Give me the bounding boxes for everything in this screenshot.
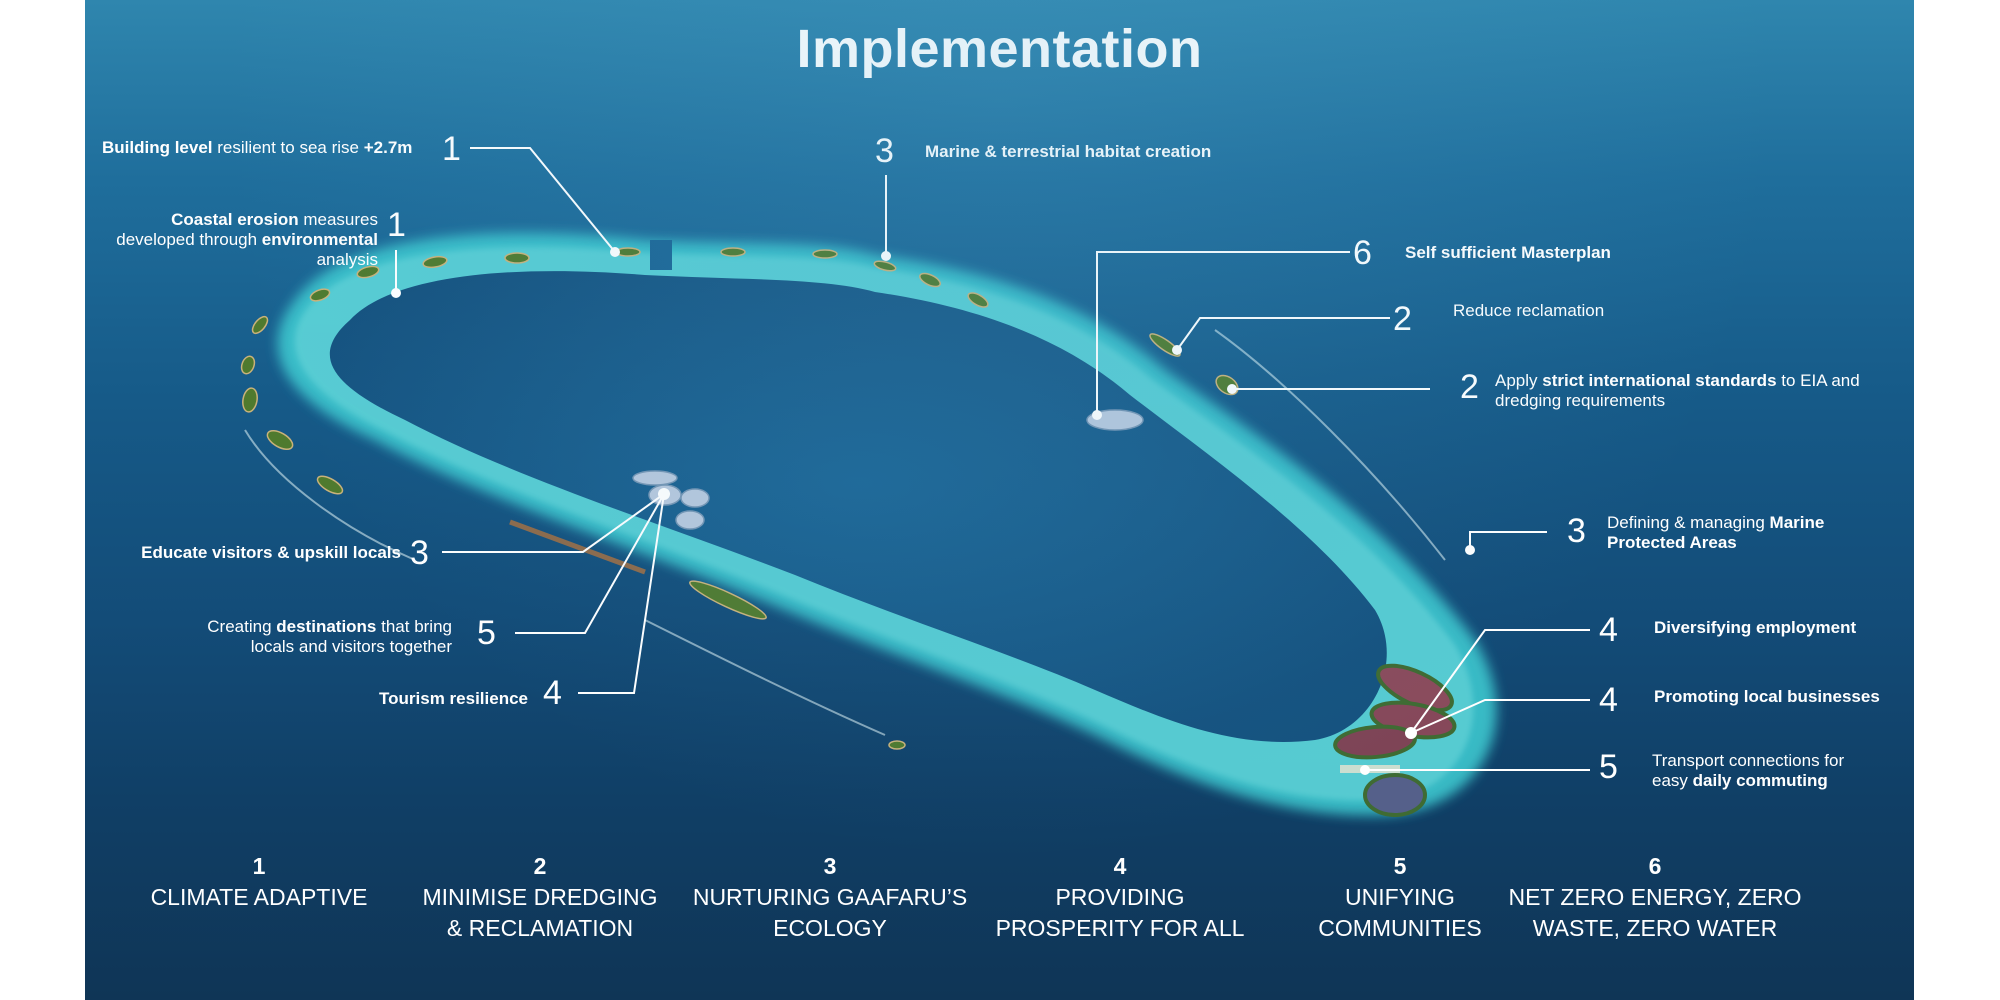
pillar-label: & RECLAMATION [446,915,634,941]
surf [244,329,1446,736]
pillar-label: PROSPERITY FOR ALL [995,915,1245,941]
callout-text-bold: daily commuting [1692,771,1828,790]
pillar-label: UNIFYING [1345,884,1455,910]
callout-text: that bring [376,617,452,636]
pillar-label: ECOLOGY [773,915,887,941]
callout-text-bold: Coastal erosion [171,210,299,229]
callout-text-bold: Building level [102,138,213,157]
callout-text: Defining & managing [1607,513,1770,532]
callout-number: 6 [1353,234,1372,272]
pillar-climate-adaptive: 1 CLIMATE ADAPTIVE [120,851,398,913]
callout-tourism: Tourism resilience [379,689,528,708]
callout-number: 3 [410,534,429,572]
pillar-label: PROVIDING [1055,884,1185,910]
callout-number: 4 [543,674,562,712]
pillar-label: CLIMATE ADAPTIVE [150,884,368,910]
callout-number: 5 [477,614,496,652]
callout-number: 5 [1599,748,1618,786]
islands [240,247,1239,750]
callout-number: 1 [387,206,406,244]
slide: Implementation Building level resilient … [85,0,1914,1000]
callout-coastal-erosion: Coastal erosion measures developed throu… [85,210,378,270]
callout-text-bold: Protected Areas [1607,533,1737,552]
leader-lines [395,147,1590,771]
callout-text: Creating [207,617,277,636]
pillar-number: 1 [252,853,266,879]
callout-number: 1 [442,130,461,168]
callout-creating-destinations: Creating destinations that bring locals … [85,617,452,657]
callout-text-bold: Marine [1769,513,1825,532]
callout-promoting: Promoting local businesses [1654,687,1880,706]
pillar-number: 5 [1393,853,1407,879]
pillar-unifying-communities: 5 UNIFYING COMMUNITIES [1300,851,1500,944]
callout-self-sufficient: Self sufficient Masterplan [1405,243,1611,262]
pillar-number: 3 [823,853,837,879]
callout-text: measures [298,210,378,229]
pillar-label: MINIMISE DREDGING [422,884,658,910]
callout-educate: Educate visitors & upskill locals [141,543,401,562]
page-title: Implementation [796,19,1203,79]
callout-number: 3 [1567,512,1586,550]
callout-text: analysis [316,250,378,269]
pillar-net-zero: 6 NET ZERO ENERGY, ZERO WASTE, ZERO WATE… [1505,851,1805,944]
callout-text-bold: +2.7m [363,138,413,157]
pillar-label: COMMUNITIES [1318,915,1482,941]
pillar-number: 4 [1113,853,1127,879]
callout-number: 4 [1599,681,1618,719]
callout-number: 4 [1599,611,1618,649]
callout-diversifying: Diversifying employment [1654,618,1857,637]
callout-apply-standards: Apply strict international standards to … [1495,371,1860,411]
callout-number: 2 [1393,300,1412,338]
callout-text-bold: environmental [261,230,378,249]
lagoon [329,271,1387,742]
atoll-map [240,147,1590,817]
callout-text: dredging requirements [1495,391,1666,410]
pillar-providing-prosperity: 4 PROVIDING PROSPERITY FOR ALL [985,851,1255,944]
callout-building-level: Building level resilient to sea rise +2.… [102,138,412,158]
callout-text: to EIA and [1776,371,1860,390]
callout-text: locals and visitors together [250,637,452,656]
pillar-label: NURTURING GAAFARU’S [692,884,968,910]
callout-transport: Transport connections for easy daily com… [1652,751,1844,791]
callout-text: easy [1652,771,1693,790]
leader-dots [391,247,1475,775]
pillar-minimise-dredging: 2 MINIMISE DREDGING & RECLAMATION [410,851,670,944]
callout-text: Apply [1495,371,1543,390]
reef-channel [650,240,672,270]
callout-text: resilient to sea rise [212,138,364,157]
callout-marine-protected: Defining & managing Marine Protected Are… [1607,513,1824,553]
callout-reduce-reclamation: Reduce reclamation [1453,301,1605,320]
callout-marine-terrestrial: Marine & terrestrial habitat creation [925,142,1212,161]
pillar-nurturing-ecology: 3 NURTURING GAAFARU’S ECOLOGY [685,851,975,944]
pillar-label: NET ZERO ENERGY, ZERO [1508,884,1802,910]
callout-text-bold: strict international standards [1542,371,1777,390]
callout-number: 3 [875,132,894,170]
callout-text-bold: destinations [276,617,377,636]
pillar-number: 6 [1648,853,1662,879]
callout-text: developed through [116,230,262,249]
pillar-number: 2 [533,853,547,879]
callout-number: 2 [1460,368,1479,406]
pillar-label: WASTE, ZERO WATER [1532,915,1778,941]
callout-text: Transport connections for [1652,751,1845,770]
